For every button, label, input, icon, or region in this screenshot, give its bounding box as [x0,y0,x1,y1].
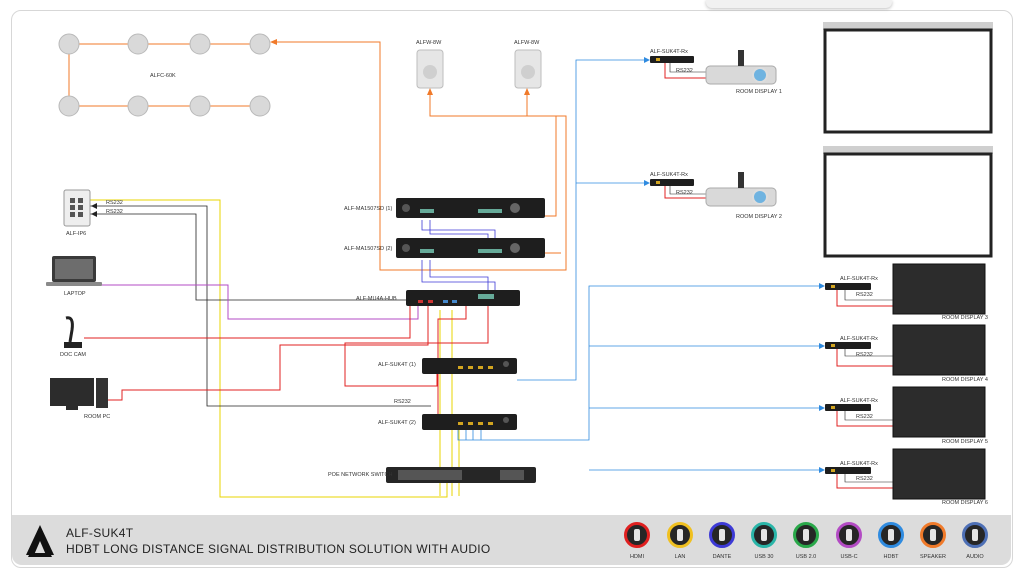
legend-hdbt: HDBT [871,522,911,560]
receiver-5-rs232: RS232 [856,414,873,420]
rs232-cables [669,61,893,483]
legend-label: USB 30 [754,554,774,560]
legend-label: SPEAKER [920,554,946,560]
legend-label: AUDIO [966,554,984,560]
laptop-label: LAPTOP [64,291,86,297]
dante-cable-icon [709,522,735,548]
poe-switch-label: POE NETWORK SWITCH [328,472,393,478]
legend-label: USB 2.0 [795,554,817,560]
projection-screen-1 [823,22,993,134]
keypad-device [63,189,91,227]
receiver-2-label: ALF-SUK4T-Rx [650,172,688,178]
suk4t-1-device [422,358,517,374]
ceiling-speaker-label: ALFC-60K [150,73,176,79]
receiver-boxes [650,56,871,474]
legend-hdmi: HDMI [617,522,657,560]
top-card [706,0,892,8]
usb2-cable-icon [793,522,819,548]
usbc-cable-icon [836,522,862,548]
amp-2-label: ALF-MA1507SD (2) [344,246,393,252]
receiver-3-rs232: RS232 [856,292,873,298]
legend-speaker: SPEAKER [913,522,953,560]
room-display-2-label: ROOM DISPLAY 2 [736,214,782,220]
footer-subtitle: HDBT LONG DISTANCE SIGNAL DISTRIBUTION S… [66,542,491,556]
room-displays [892,263,986,500]
receiver-5-label: ALF-SUK4T-Rx [840,398,878,404]
doc-cam-device [64,316,82,348]
legend-label: HDBT [883,554,899,560]
amp-1-device [396,198,545,218]
legend-label: LAN [674,554,686,560]
control-arrows [91,203,97,217]
room-display-4-label: ROOM DISPLAY 4 [942,377,988,383]
room-pc-label: ROOM PC [84,414,111,420]
receiver-1-rs232: RS232 [676,68,693,74]
speaker-cables [68,41,567,271]
receiver-1-label: ALF-SUK4T-Rx [650,49,688,55]
receiver-4-label: ALF-SUK4T-Rx [840,336,878,342]
room-display-3-label: ROOM DISPLAY 3 [942,315,988,321]
receiver-6-label: ALF-SUK4T-Rx [840,461,878,467]
keypad-label: ALF-IP6 [66,231,87,237]
brand-logo-icon [26,525,54,557]
receiver-3-label: ALF-SUK4T-Rx [840,276,878,282]
legend-usb20: USB 2.0 [786,522,826,560]
legend-label: HDMI [629,554,645,560]
hub-device [406,290,520,306]
poe-switch-device [386,467,536,483]
amp-2-device [396,238,545,258]
doc-cam-label: DOC CAM [60,352,86,358]
speaker-arrows [270,39,530,95]
footer-title: ALF-SUK4T [66,526,134,540]
suk4t-2-device [422,414,517,430]
amp-1-label: ALF-MA1507SD (1) [344,206,393,212]
hub-label: ALF-MU4A-HUB [356,296,397,302]
room-display-6-label: ROOM DISPLAY 6 [942,500,988,506]
legend-audio: AUDIO [955,522,995,560]
receiver-ports [656,58,835,472]
control-cables [90,205,431,407]
laptop-device [46,256,102,286]
legend-usb30: USB 30 [744,522,784,560]
suk4t-2-label: ALF-SUK4T (2) [378,420,416,426]
receiver-6-rs232: RS232 [856,476,873,482]
projector-1 [705,50,777,85]
hdmi-cables [84,61,893,489]
room-display-1-label: ROOM DISPLAY 1 [736,89,782,95]
room-display-5-label: ROOM DISPLAY 5 [942,439,988,445]
legend-usbc: USB-C [829,522,869,560]
projection-screen-2 [823,146,993,258]
legend-label: USB-C [840,554,858,560]
ceiling-speaker-array [58,33,271,117]
wall-speaker-right-label: ALFW-8W [514,40,540,46]
receiver-4-rs232: RS232 [856,352,873,358]
legend-dante: DANTE [702,522,742,560]
room-pc-device [50,378,108,410]
hdbt-cables [457,59,823,471]
hdmi-cable-icon [624,522,650,548]
lan-cable-icon [667,522,693,548]
rs232-keypad-label-a: RS232 [106,200,123,206]
legend-lan: LAN [660,522,700,560]
wall-speakers [416,49,542,89]
speaker-cable-icon [920,522,946,548]
hdbt-cable-icon [878,522,904,548]
lan-cables [90,199,460,498]
rs232-suk-label: RS232 [394,399,411,405]
suk4t-1-label: ALF-SUK4T (1) [378,362,416,368]
receiver-2-rs232: RS232 [676,190,693,196]
projector-2 [705,172,777,207]
usb3-cable-icon [751,522,777,548]
wall-speaker-left-label: ALFW-8W [416,40,442,46]
usbc-cable [96,284,419,320]
hdbt-arrows [644,57,825,473]
legend-label: DANTE [712,554,732,560]
rs232-keypad-label-b: RS232 [106,209,123,215]
audio-cable-icon [962,522,988,548]
